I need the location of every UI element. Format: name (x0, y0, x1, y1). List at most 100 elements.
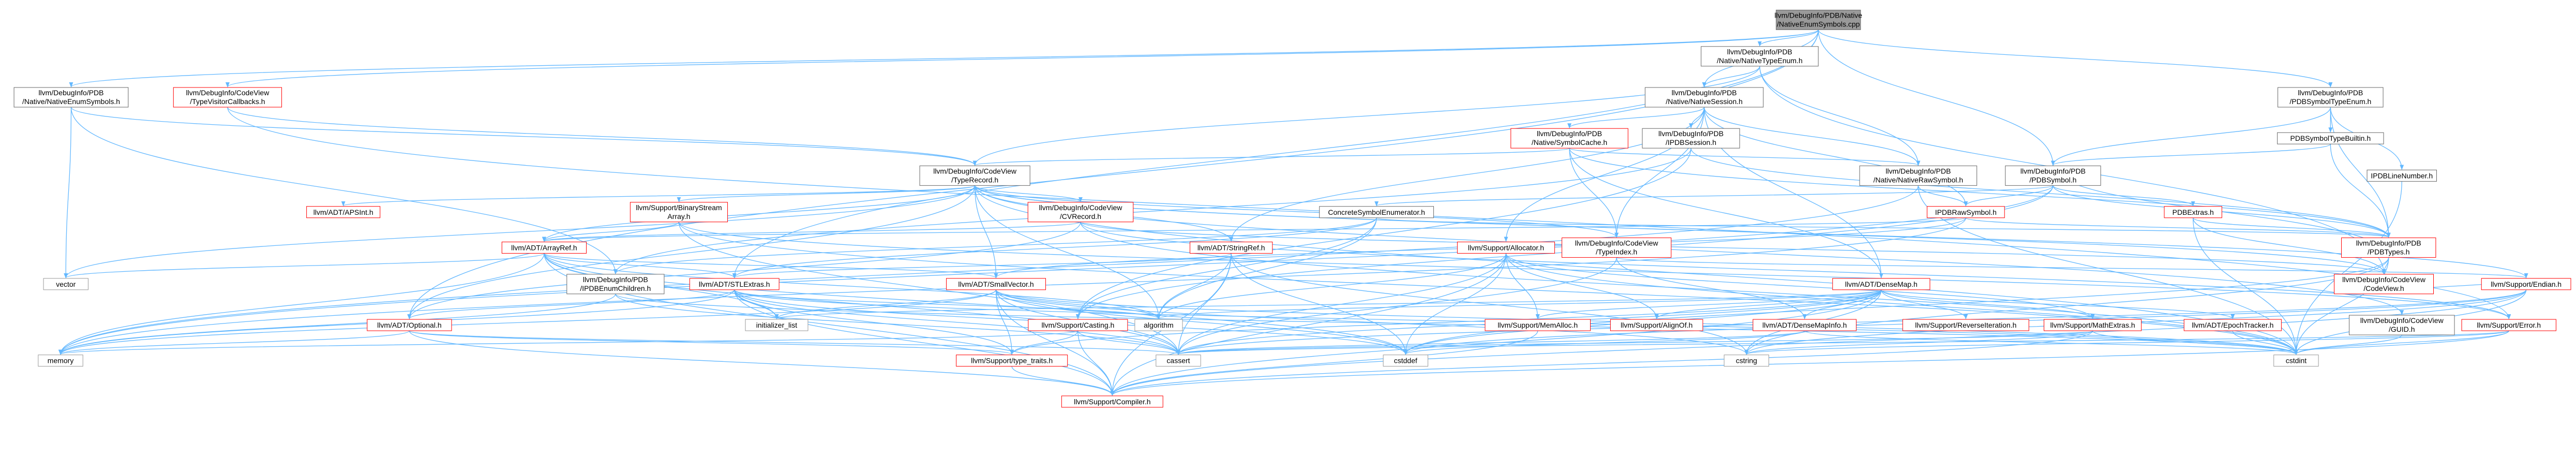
node-pdbSymbolTypeBuiltin[interactable]: PDBSymbolTypeBuiltin.h (2277, 132, 2384, 144)
node-typeTraits[interactable]: llvm/Support/type_traits.h (956, 355, 1068, 367)
node-box (2005, 165, 2101, 186)
node-label-line: llvm/ADT/EpochTracker.h (2192, 321, 2273, 329)
node-allocator[interactable]: llvm/Support/Allocator.h (1457, 241, 1555, 254)
node-label-line: llvm/DebugInfo/PDB/Native (1774, 11, 1862, 19)
dependency-edge-concreteSymbolEnumerator-pdbTypes (1376, 217, 2390, 238)
node-label-line: memory (48, 357, 74, 365)
node-label-line: /Native/NativeTypeEnum.h (1717, 56, 1803, 65)
node-symbolCache[interactable]: llvm/DebugInfo/PDB/Native/SymbolCache.h (1510, 128, 1628, 149)
dependency-edge-allocator-mathExtras (1505, 253, 2095, 319)
dependency-edge-arrayRef-vector (64, 253, 545, 278)
dependency-edge-nativeEnumSymbols-pdbEnumChildren (70, 107, 618, 274)
node-codeViewTypeIndex[interactable]: llvm/DebugInfo/CodeView/TypeIndex.h (1562, 237, 1672, 258)
node-supportEndian[interactable]: llvm/Support/Endian.h (2481, 278, 2571, 290)
node-casting[interactable]: llvm/Support/Casting.h (1028, 319, 1128, 331)
node-cvRecord[interactable]: llvm/DebugInfo/CodeView/CVRecord.h (1027, 202, 1134, 223)
node-label-line: llvm/Support/MemAlloc.h (1497, 321, 1578, 329)
node-pdbSymbolTypeEnum[interactable]: llvm/DebugInfo/PDB/PDBSymbolTypeEnum.h (2278, 87, 2384, 108)
node-optional[interactable]: llvm/ADT/Optional.h (367, 319, 452, 331)
dependency-edge-supportError-compiler (1110, 330, 2509, 396)
node-stringRef[interactable]: llvm/ADT/StringRef.h (1189, 241, 1273, 254)
node-nativeTypeEnum[interactable]: llvm/DebugInfo/PDB/Native/NativeTypeEnum… (1701, 46, 1819, 67)
node-label-line: llvm/DebugInfo/PDB (2356, 239, 2421, 247)
dependency-edge-cvRecord-optional (407, 222, 1081, 319)
dependency-edge-pdbExtras-pdbTypes (2193, 217, 2391, 238)
node-box (1644, 87, 1764, 108)
dependency-edge-guid-cstdint (2294, 334, 2402, 355)
dependency-edge-smallVector-initializerList (774, 289, 997, 319)
node-typeRecord[interactable]: llvm/DebugInfo/CodeView/TypeRecord.h (919, 165, 1030, 186)
node-label-line: /CodeView.h (2363, 284, 2404, 292)
dependency-edge-denseMap-alignOf (1654, 289, 1882, 319)
node-pdbTypes[interactable]: llvm/DebugInfo/PDB/PDBTypes.h (2341, 237, 2436, 258)
dependency-edge-symbolCache-pdbTypes (1569, 148, 2391, 238)
node-concreteSymbolEnumerator[interactable]: ConcreteSymbolEnumerator.h (1319, 206, 1434, 218)
node-root: llvm/DebugInfo/PDB/Native/NativeEnumSymb… (1774, 9, 1862, 30)
node-label-line: llvm/DebugInfo/PDB (1727, 48, 1792, 56)
node-guid[interactable]: llvm/DebugInfo/CodeView/GUID.h (2349, 315, 2455, 335)
node-label-line: llvm/Support/MathExtras.h (2050, 321, 2135, 329)
node-reverseIteration[interactable]: llvm/Support/ReverseIteration.h (1902, 319, 2029, 331)
dependency-edge-symbolCache-codeViewTypeIndex (1569, 148, 1619, 238)
node-label-line: llvm/ADT/ArrayRef.h (511, 243, 577, 252)
node-pdbEnumChildren[interactable]: llvm/DebugInfo/PDB/IPDBEnumChildren.h (566, 274, 665, 295)
node-ipdbRawSymbol[interactable]: IPDBRawSymbol.h (1926, 206, 2005, 218)
node-memAlloc[interactable]: llvm/Support/MemAlloc.h (1485, 319, 1591, 331)
node-stlExtras[interactable]: llvm/ADT/STLExtras.h (689, 278, 780, 290)
node-arrayRef[interactable]: llvm/ADT/ArrayRef.h (501, 241, 587, 254)
node-label-line: llvm/Support/BinaryStream (636, 203, 722, 212)
dependency-edge-arrayRef-algorithm (544, 253, 1161, 319)
node-label-line: llvm/DebugInfo/PDB (583, 275, 648, 284)
node-box (1028, 319, 1128, 331)
node-memory: memory (38, 355, 83, 367)
node-box (2164, 206, 2222, 218)
node-apsint[interactable]: llvm/ADT/APSInt.h (306, 206, 381, 218)
node-supportError[interactable]: llvm/Support/Error.h (2461, 319, 2556, 331)
node-label-line: llvm/Support/AlignOf.h (1621, 321, 1693, 329)
dependency-edge-denseMapInfo-cstddef (1403, 330, 1805, 355)
node-box (1061, 395, 1163, 408)
dependency-edge-nativeSession-stringRef (1229, 107, 1705, 242)
dependency-edge-ipdbLineNumber-cstdint (2294, 181, 2402, 355)
node-label-line: cstring (1736, 357, 1757, 365)
dependency-edge-arrayRef-smallVector (544, 253, 998, 278)
node-nativeEnumSymbols[interactable]: llvm/DebugInfo/PDB/Native/NativeEnumSymb… (13, 87, 129, 108)
dependency-edge-typeRecord-algorithm (974, 185, 1161, 319)
node-box (1701, 46, 1819, 67)
node-algorithm: algorithm (1134, 319, 1183, 331)
node-compiler[interactable]: llvm/Support/Compiler.h (1061, 395, 1163, 408)
node-box (367, 319, 452, 331)
node-box (1485, 319, 1591, 331)
node-pdbSymbol[interactable]: llvm/DebugInfo/PDB/PDBSymbol.h (2005, 165, 2101, 186)
dependency-edge-stlExtras-compiler (734, 289, 1115, 396)
node-nativeSession[interactable]: llvm/DebugInfo/PDB/Native/NativeSession.… (1644, 87, 1764, 108)
node-smallVector[interactable]: llvm/ADT/SmallVector.h (946, 278, 1046, 290)
node-label-line: vector (56, 280, 76, 288)
dependency-edge-root-stlExtras (732, 30, 1819, 278)
node-box (1926, 206, 2005, 218)
dependency-edge-symbolCache-typeRecord (973, 148, 1570, 166)
node-typeVisitorCallbacks[interactable]: llvm/DebugInfo/CodeView/TypeVisitorCallb… (173, 87, 282, 108)
node-mathExtras[interactable]: llvm/Support/MathExtras.h (2043, 319, 2142, 331)
node-denseMap[interactable]: llvm/ADT/DenseMap.h (1832, 278, 1930, 290)
node-box (956, 355, 1068, 367)
node-box (1724, 355, 1770, 367)
node-pdbExtras[interactable]: PDBExtras.h (2164, 206, 2222, 218)
node-ipdbLineNumber[interactable]: IPDBLineNumber.h (2367, 169, 2437, 182)
node-label-line: PDBSymbolTypeBuiltin.h (2290, 134, 2371, 142)
node-label-line: llvm/Support/Casting.h (1041, 321, 1114, 329)
dependency-edge-allocator-compiler (1110, 253, 1507, 396)
node-pdbSession[interactable]: llvm/DebugInfo/PDB/IPDBSession.h (1642, 128, 1740, 149)
node-label-line: llvm/Support/ReverseIteration.h (1915, 321, 2016, 329)
node-label-line: /TypeVisitorCallbacks.h (190, 97, 265, 106)
dependency-edge-pdbSymbolTypeEnum-pdbTypes (2330, 107, 2391, 238)
node-epochTracker[interactable]: llvm/ADT/EpochTracker.h (2183, 319, 2282, 331)
node-codeViewH[interactable]: llvm/DebugInfo/CodeView/CodeView.h (2334, 274, 2434, 295)
node-cstdint: cstdint (2273, 355, 2319, 367)
node-denseMapInfo[interactable]: llvm/ADT/DenseMapInfo.h (1753, 319, 1857, 331)
node-alignOf[interactable]: llvm/Support/AlignOf.h (1610, 319, 1703, 331)
node-nativeRawSymbol[interactable]: llvm/DebugInfo/PDB/Native/NativeRawSymbo… (1859, 165, 1978, 186)
node-label-line: cstdint (2286, 357, 2307, 365)
dependency-edge-pdbSession-casting (1075, 148, 1691, 319)
